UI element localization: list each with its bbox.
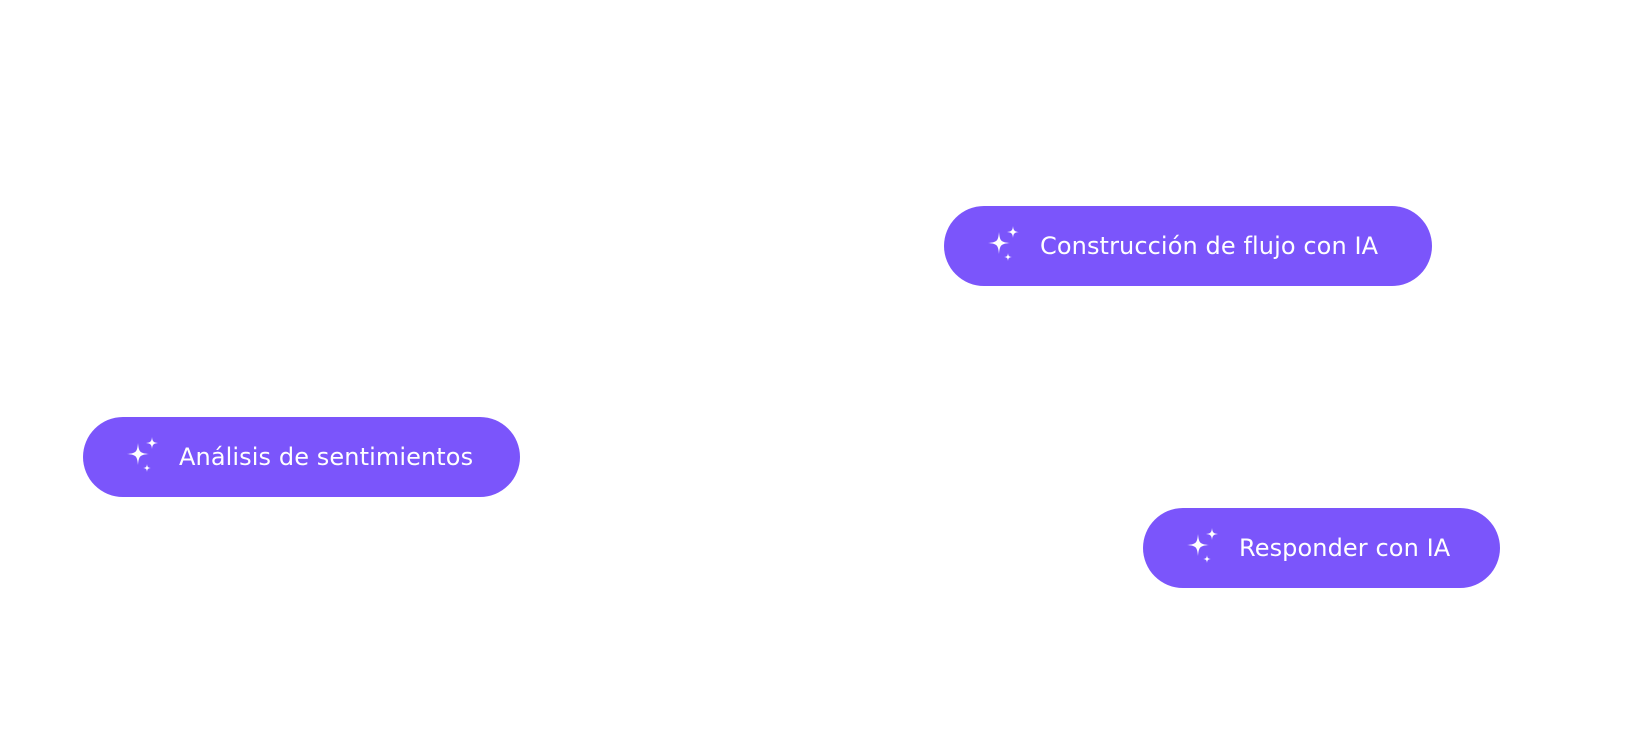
reply-with-ai-button[interactable]: Responder con IA [1143, 508, 1500, 588]
ai-flow-builder-label: Construcción de flujo con IA [1040, 232, 1379, 260]
sentiment-analysis-button[interactable]: Análisis de sentimientos [83, 417, 520, 497]
ai-flow-builder-button[interactable]: Construcción de flujo con IA [944, 206, 1432, 286]
sparkles-icon [123, 437, 159, 477]
sentiment-analysis-label: Análisis de sentimientos [179, 443, 474, 471]
reply-with-ai-label: Responder con IA [1239, 534, 1451, 562]
sparkles-icon [984, 226, 1020, 266]
sparkles-icon [1183, 528, 1219, 568]
